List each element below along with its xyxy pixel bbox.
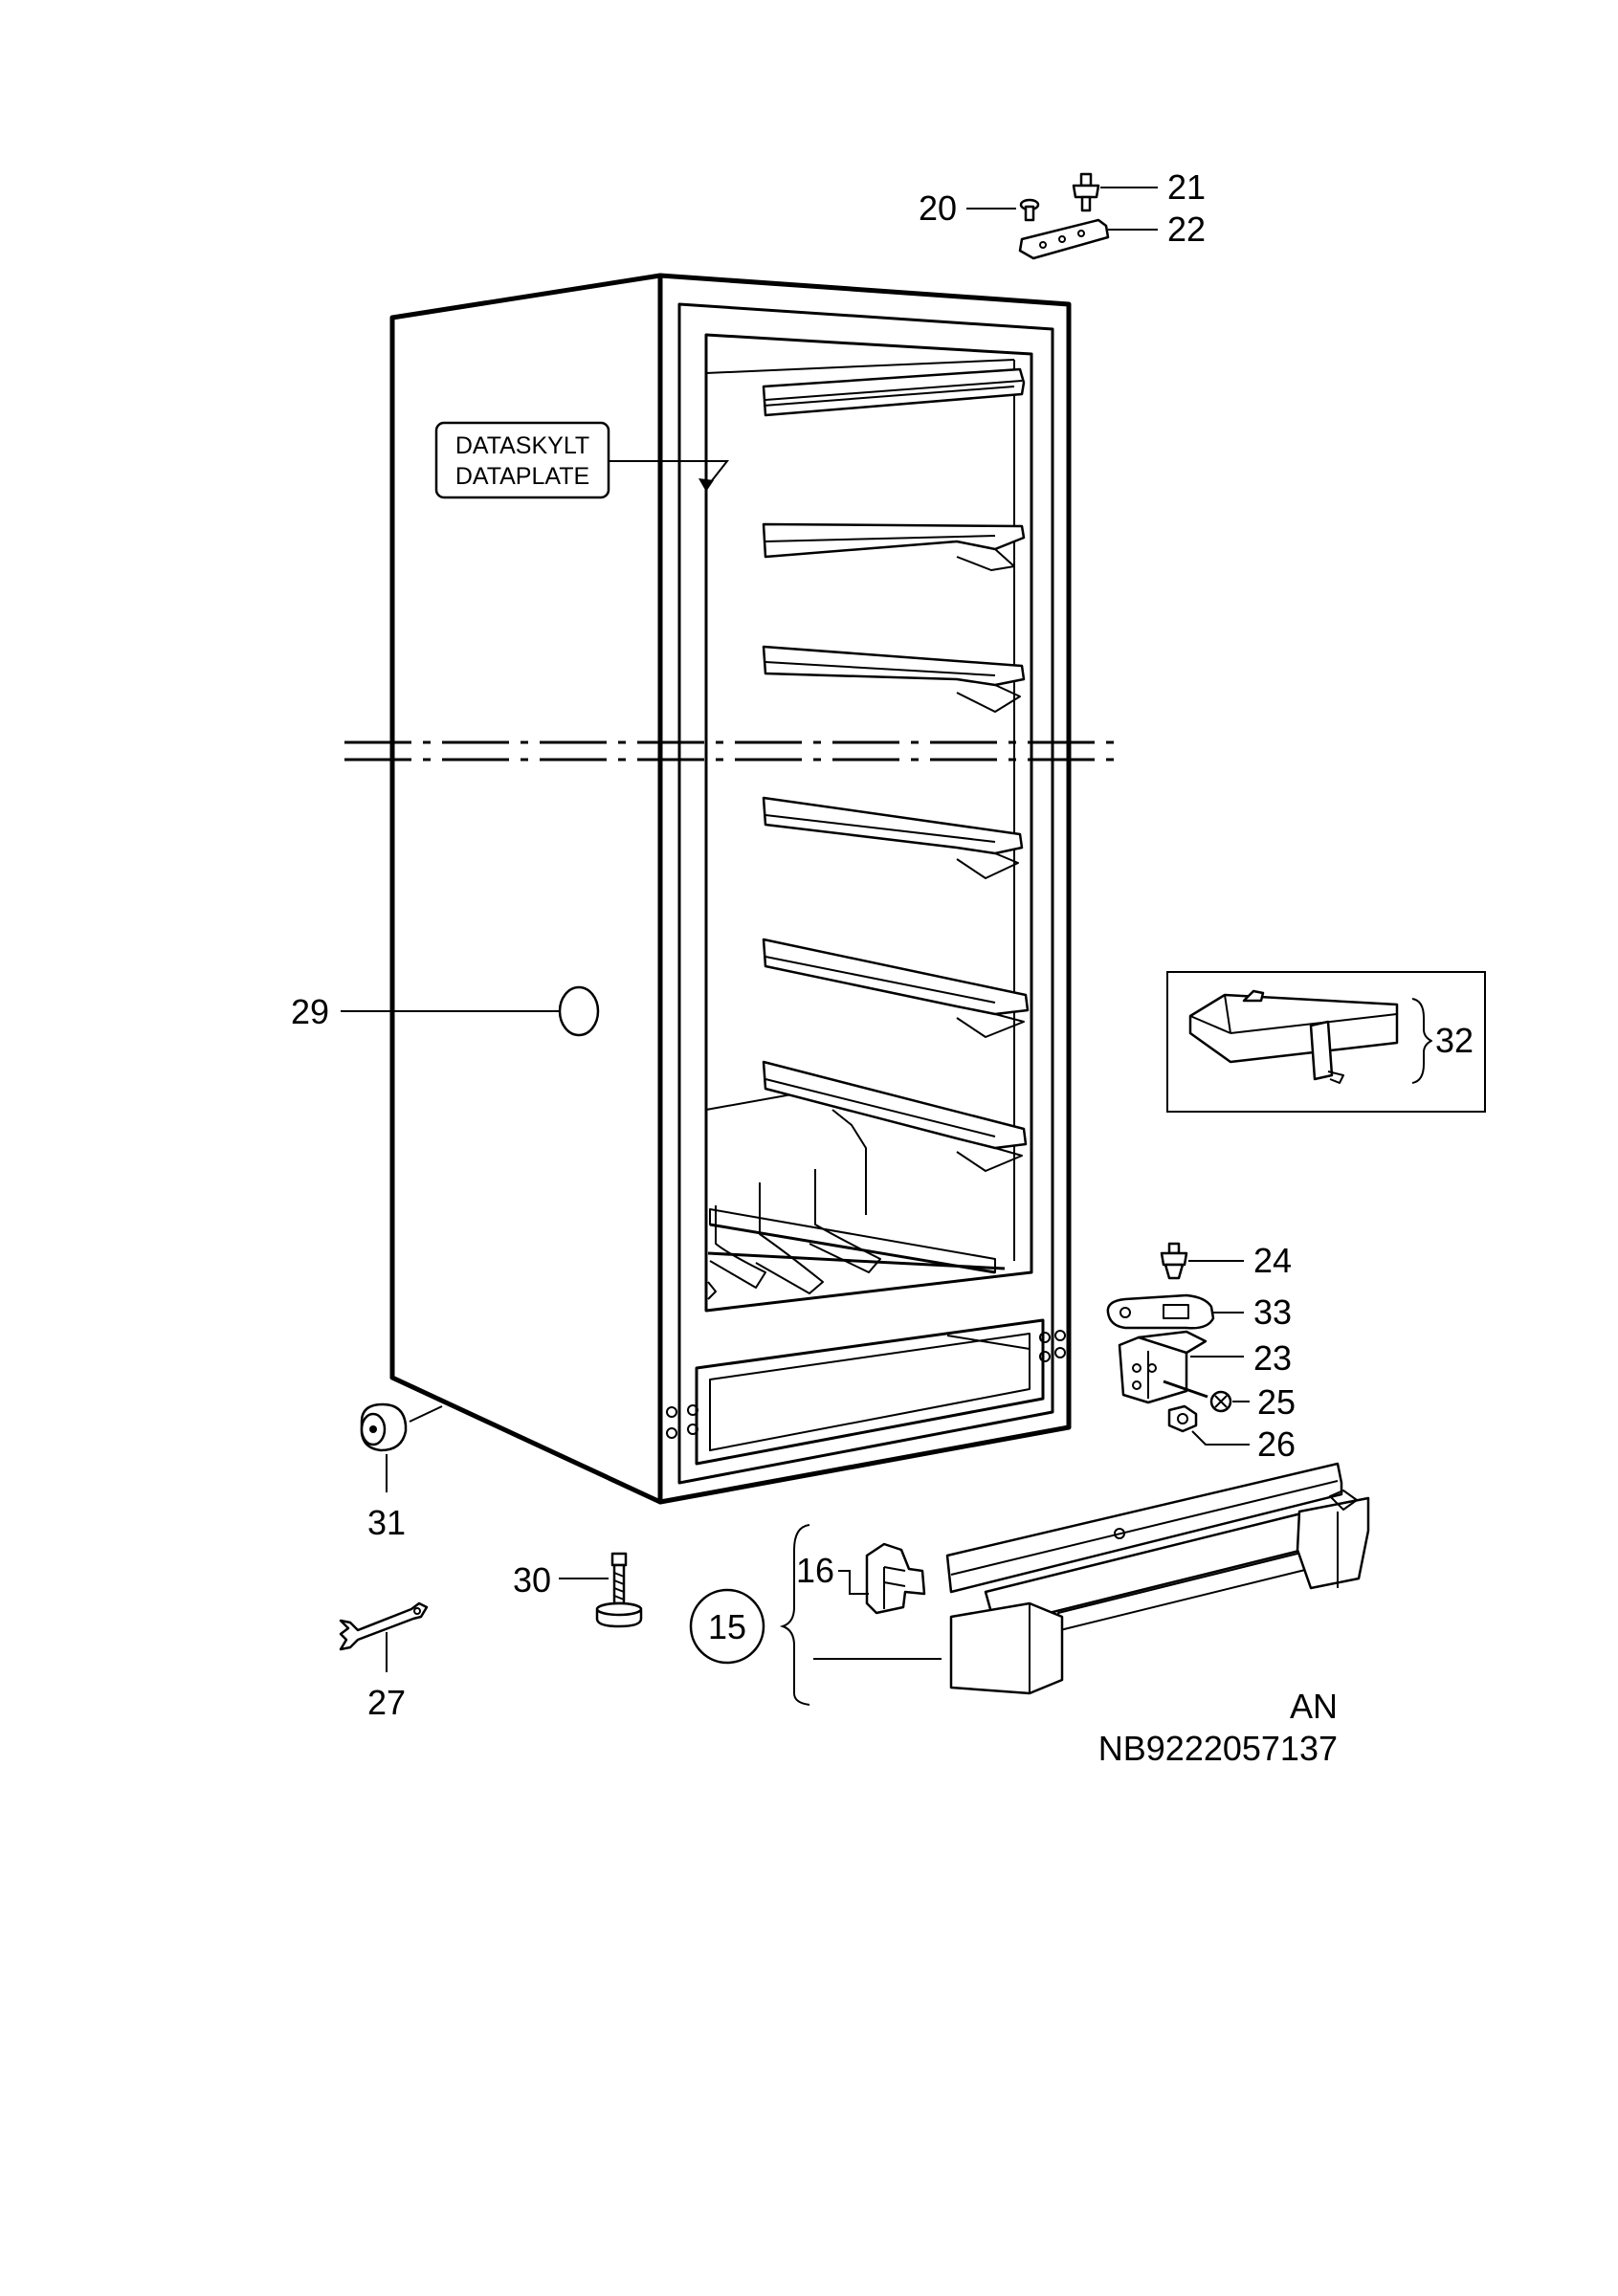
drawing-code: AN: [1290, 1687, 1338, 1726]
part-23-bottom-hinge: 23: [1118, 1330, 1292, 1404]
part-33-hinge-washer: 33: [1106, 1292, 1292, 1332]
shelf-rail-2: [762, 522, 1026, 571]
part-27-wrench: 27: [339, 1601, 429, 1722]
part-26-nut: 26: [1167, 1404, 1296, 1464]
part-32-inset: 32: [1166, 971, 1486, 1113]
callout-22: 22: [1167, 210, 1206, 249]
part-15-plinth-assembly: 15: [689, 1462, 1370, 1706]
callout-21: 21: [1167, 167, 1206, 207]
drawing-reference: AN NB9222057137: [1098, 1687, 1338, 1768]
cabinet-body: [389, 273, 1072, 1505]
part-16-clip: 16: [796, 1542, 926, 1615]
shelf-rail-5: [762, 938, 1030, 1038]
callout-25: 25: [1257, 1382, 1296, 1422]
shelf-rail-4: [762, 796, 1024, 879]
callout-30: 30: [513, 1560, 551, 1600]
callout-20: 20: [919, 188, 957, 228]
frame-screw-holes: [666, 1330, 1066, 1439]
data-plate-text-2: DATAPLATE: [455, 463, 589, 490]
callout-23: 23: [1253, 1338, 1292, 1378]
part-24-hinge-pin: 24: [1160, 1241, 1292, 1280]
break-line: [344, 740, 1125, 762]
part-number: NB9222057137: [1098, 1729, 1338, 1768]
part-29-side-plug: 29: [291, 985, 600, 1037]
part-20-screw: 20: [919, 188, 1040, 228]
callout-26: 26: [1257, 1424, 1296, 1464]
shelf-rail-1: [762, 367, 1026, 417]
callout-27: 27: [367, 1683, 406, 1722]
callout-15: 15: [708, 1607, 746, 1646]
shelf-supports: [707, 367, 1030, 1300]
callout-31: 31: [367, 1503, 406, 1542]
callout-33: 33: [1253, 1292, 1292, 1332]
shelf-rail-6: [762, 1060, 1028, 1215]
part-22-hinge-plate: 22: [1018, 210, 1206, 260]
part-30-adjustable-foot: 30: [513, 1552, 643, 1628]
shelf-rail-3: [762, 645, 1026, 713]
callout-24: 24: [1253, 1241, 1292, 1280]
data-plate-text-1: DATASKYLT: [455, 432, 589, 459]
part-31-foot-cap: 31: [360, 1402, 443, 1542]
data-plate-label: DATASKYLT DATAPLATE: [434, 421, 730, 499]
callout-29: 29: [291, 992, 329, 1031]
callout-32: 32: [1435, 1021, 1474, 1060]
part-21-hinge-pin: 21: [1072, 167, 1206, 212]
callout-16: 16: [796, 1551, 834, 1590]
part-25-screw: 25: [1163, 1380, 1296, 1422]
bottom-wire-rack: [707, 1169, 1006, 1300]
